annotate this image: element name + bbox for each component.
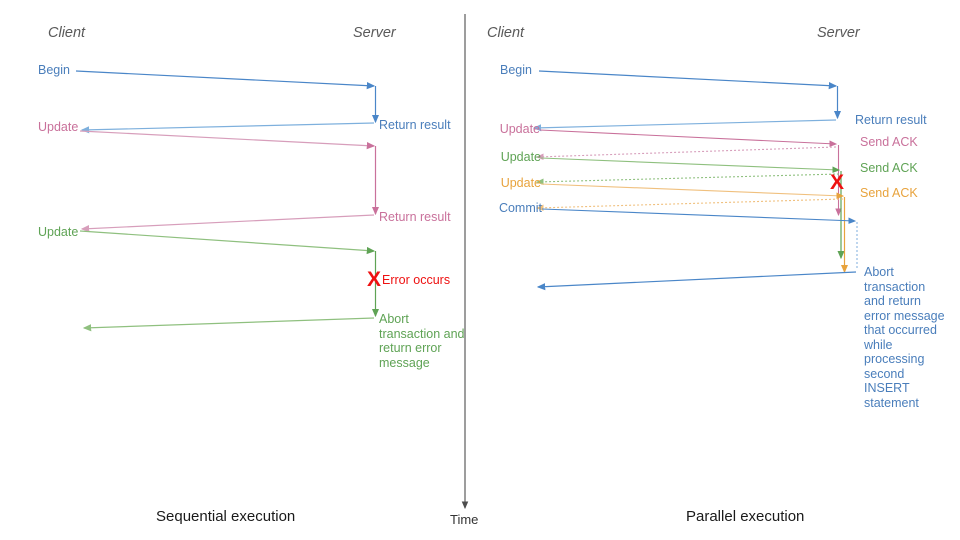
- time-axis-label: Time: [450, 512, 479, 527]
- arrow-begin-right: [538, 70, 838, 90]
- error-x-icon-left: X: [367, 268, 382, 291]
- left-label-return-result-2: Return result: [379, 210, 451, 224]
- arrow-commit-right: [541, 208, 857, 225]
- arrow-return-result-2-left: [80, 214, 375, 233]
- right-lane-header-client: Client: [487, 25, 525, 41]
- arrow-update-green-left: [79, 230, 376, 255]
- left-label-error-occurs: Error occurs: [382, 273, 451, 287]
- caption-parallel: Parallel execution: [686, 508, 805, 525]
- left-label-return-result-1: Return result: [379, 118, 451, 132]
- right-label-update-pink: Update: [499, 122, 540, 136]
- right-label-send-ack-orange: Send ACK: [860, 186, 918, 200]
- arrow-abort-left: [82, 317, 375, 332]
- caption-sequential: Sequential execution: [156, 508, 296, 525]
- arrow-send-ack-green-right: [535, 173, 840, 186]
- arrow-begin-left: [75, 70, 376, 90]
- error-x-icon-right: X: [830, 171, 845, 194]
- left-lane-header-server: Server: [353, 25, 396, 41]
- left-label-begin: Begin: [38, 63, 70, 77]
- right-label-commit: Commit: [498, 201, 542, 215]
- right-label-send-ack-pink: Send ACK: [860, 135, 918, 149]
- arrow-update-pink-left: [79, 130, 376, 150]
- right-label-return-result: Return result: [855, 113, 927, 127]
- arrow-abort-right: [536, 271, 857, 291]
- left-label-abort-block: Abort transaction and return error messa…: [379, 312, 465, 370]
- arrow-update-pink-right: [539, 129, 838, 147]
- right-label-update-green: Update: [500, 150, 541, 164]
- right-label-update-orange: Update: [500, 176, 541, 190]
- arrow-send-ack-pink-right: [535, 146, 837, 161]
- arrow-return-result-right: [532, 119, 837, 132]
- right-label-abort-block: Abort transaction and return error messa…: [864, 265, 945, 410]
- arrow-send-ack-orange-right: [535, 198, 844, 212]
- left-label-update-pink: Update: [38, 120, 79, 134]
- right-lane-header-server: Server: [817, 25, 860, 41]
- left-lane-header-client: Client: [48, 25, 86, 41]
- right-label-send-ack-green: Send ACK: [860, 161, 918, 175]
- arrow-update-orange-right: [540, 183, 845, 200]
- right-panel-arrows: [532, 70, 858, 291]
- arrow-return-result-1-left: [80, 122, 375, 134]
- left-panel-arrows: [75, 70, 380, 332]
- arrow-update-green-right: [540, 157, 841, 174]
- right-label-begin: Begin: [500, 63, 532, 77]
- left-label-update-green: Update: [38, 225, 79, 239]
